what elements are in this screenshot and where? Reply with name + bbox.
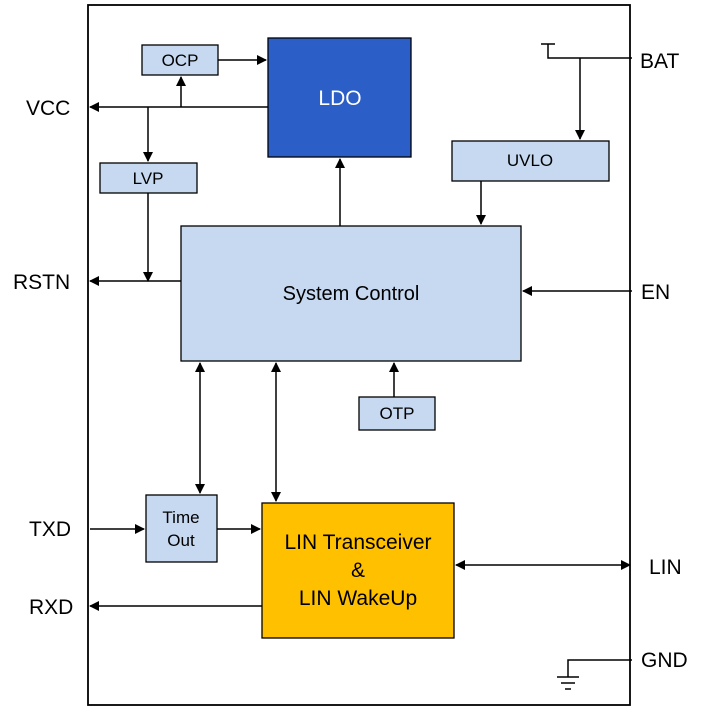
ocp-block: [141, 44, 219, 76]
pin-txd: TXD: [29, 518, 71, 541]
pin-vcc: VCC: [26, 97, 70, 120]
ldo-label: LDO: [318, 87, 361, 110]
pin-bat: BAT: [640, 50, 679, 73]
lvp-label: LVP: [133, 169, 164, 188]
pin-rxd: RXD: [29, 596, 73, 619]
system-control-label: System Control: [283, 283, 420, 305]
system-control-block: [180, 225, 522, 362]
ocp-label: OCP: [162, 51, 199, 70]
lin-label-line3: LIN WakeUp: [299, 587, 417, 610]
ldo-block: [267, 37, 412, 158]
ground-icon: [557, 659, 632, 690]
uvlo-label: UVLO: [507, 151, 553, 170]
pin-gnd: GND: [641, 649, 688, 672]
lin-transceiver-block: [261, 502, 455, 639]
pin-lin: LIN: [649, 556, 682, 579]
otp-label: OTP: [380, 404, 415, 423]
lin-label-line2: &: [351, 559, 365, 582]
bat-terminal: [541, 43, 632, 59]
otp-block: [358, 396, 436, 431]
timeout-block: [145, 494, 218, 563]
lvp-block: [99, 162, 198, 194]
pin-en: EN: [641, 281, 670, 304]
chip-outline: [87, 4, 631, 706]
timeout-label-line1: Time: [162, 508, 199, 527]
uvlo-block: [451, 140, 610, 182]
lin-label-line1: LIN Transceiver: [284, 531, 431, 554]
pin-rstn: RSTN: [13, 271, 70, 294]
timeout-label-line2: Out: [167, 531, 195, 550]
